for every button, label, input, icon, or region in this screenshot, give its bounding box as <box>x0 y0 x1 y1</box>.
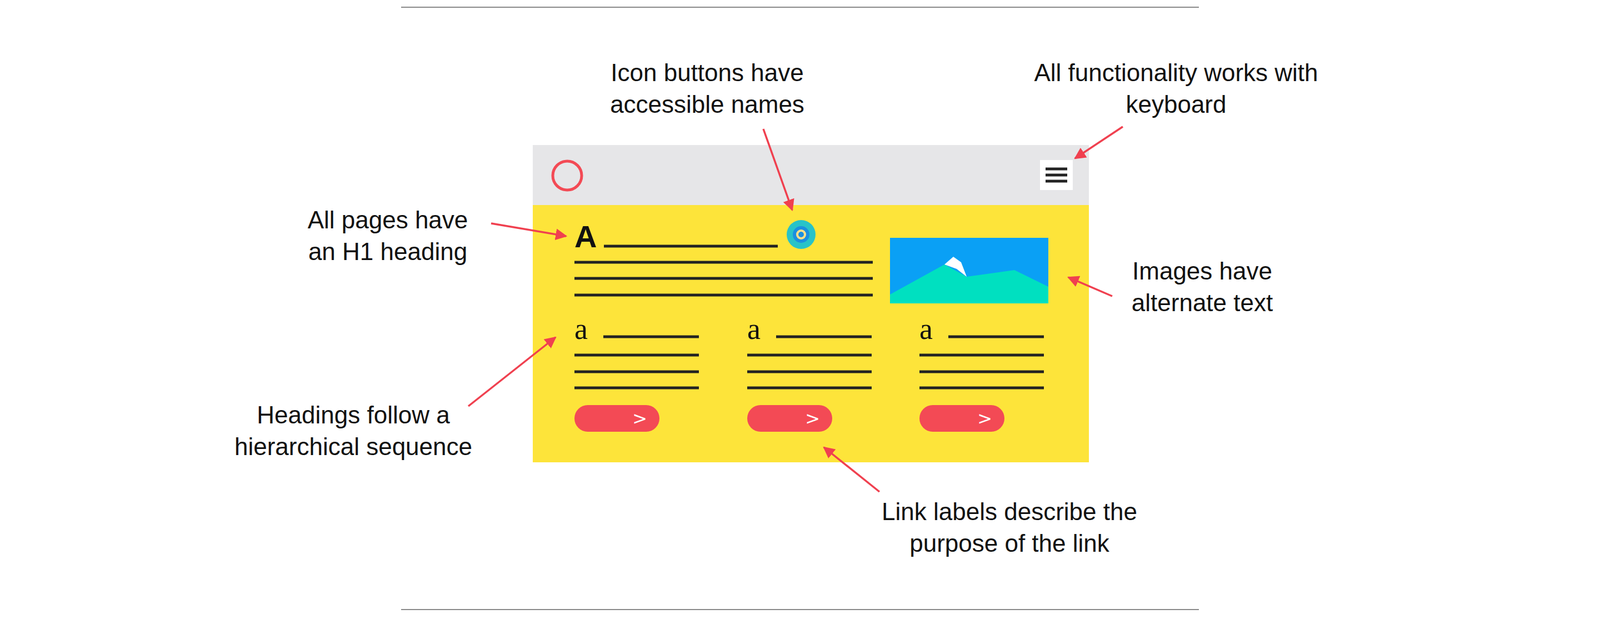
header-bar <box>532 145 1089 205</box>
callout-label: Icon buttons have accessible names <box>590 56 824 120</box>
callout-label: Headings follow a hierarchical sequence <box>222 398 484 463</box>
menu-button <box>1040 160 1073 190</box>
button-label: > <box>632 408 648 429</box>
leader-lines <box>468 126 1123 492</box>
subheading-glyph: a <box>747 312 761 346</box>
logo-circle <box>552 161 582 190</box>
subheading-glyph: a <box>574 312 588 346</box>
link-button: > <box>574 405 660 432</box>
rule-line <box>401 608 1199 610</box>
callout-label: Images have alternate text <box>1113 255 1292 319</box>
subheading-glyph: a <box>919 312 933 346</box>
page-body <box>532 205 1089 463</box>
icon-button <box>786 220 816 249</box>
heading-glyph: A <box>574 220 597 254</box>
menu-icon <box>1045 168 1068 182</box>
rule-line <box>401 6 1199 8</box>
callout-label: All functionality works with keyboard <box>1026 56 1327 120</box>
button-label: > <box>977 408 993 429</box>
callout-label: All pages have an H1 heading <box>293 203 483 268</box>
link-button: > <box>747 405 833 432</box>
callout-label: Link labels describe the purpose of the … <box>859 495 1160 559</box>
image-placeholder <box>890 237 1049 304</box>
button-label: > <box>805 408 820 429</box>
link-button: > <box>919 405 1005 432</box>
